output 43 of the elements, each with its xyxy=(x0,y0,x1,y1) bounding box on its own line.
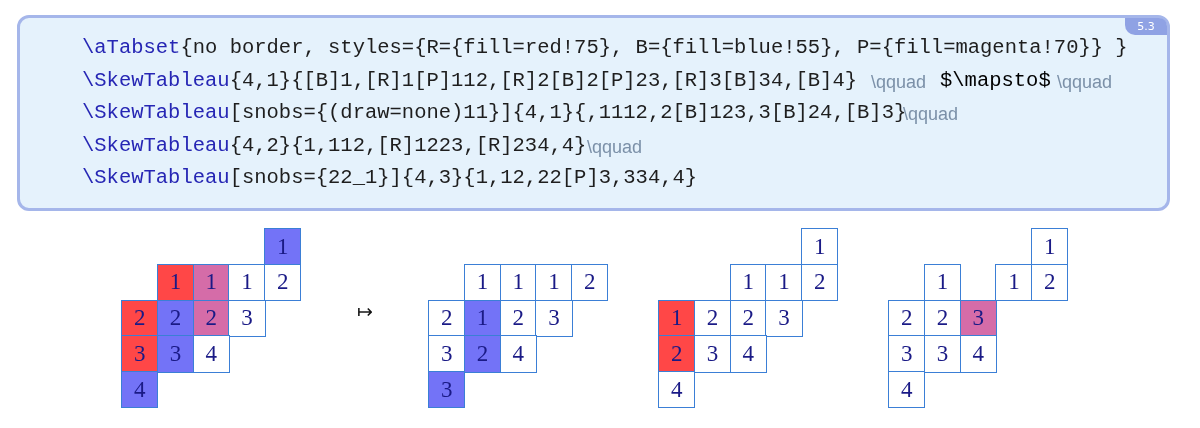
tableau-cell: 1 xyxy=(192,263,230,302)
tableau-cell: 1 xyxy=(923,263,962,302)
tableau-cell: 1 xyxy=(228,263,266,302)
code-line: \SkewTableau[snobs={22_1}]{4,3}{1,12,22[P]3,334,4} xyxy=(82,166,698,190)
tableau-cell: 1 xyxy=(729,263,767,302)
tableau-cell: 1 xyxy=(801,228,839,266)
faint-code-text: \qquad xyxy=(871,71,927,94)
tableau-cell: 2 xyxy=(463,335,502,373)
tableau-cell: 4 xyxy=(959,335,997,373)
tableau-cell: 1 xyxy=(535,263,573,302)
code-text: $\mapsto$ xyxy=(940,69,1051,93)
tableau-cell: 3 xyxy=(535,299,573,337)
faint-code-text: \qquad xyxy=(587,136,643,159)
tableau-cell: 1 xyxy=(995,263,1033,302)
tableau-cell: 3 xyxy=(693,335,732,373)
tableau-cell: 3 xyxy=(228,299,266,337)
tableau-cell: 4 xyxy=(121,371,159,409)
tableau-cell: 4 xyxy=(658,371,696,409)
tableau-cell: 4 xyxy=(192,335,230,373)
faint-code-text: \qquad xyxy=(1057,71,1113,94)
tableau-cell: 1 xyxy=(264,228,302,266)
section-number-tab: 5.3 xyxy=(1125,18,1167,35)
tableau-cell: 3 xyxy=(765,299,803,337)
code-panel xyxy=(17,15,1170,211)
tableau-cell: 3 xyxy=(428,371,466,409)
tableau-cell: 1 xyxy=(463,263,502,302)
code-line: \SkewTableau{4,1}{[B]1,[R]1[P]112,[R]2[B]2[P]23,[R]3[B]34,[B]4} xyxy=(82,69,858,93)
tableau-cell: 3 xyxy=(156,335,195,373)
code-line: \SkewTableau{4,2}{1,112,[R]1223,[R]234,4} xyxy=(82,134,587,158)
tableau-cell: 1 xyxy=(1031,228,1069,266)
code-line: \aTabset{no border, styles={R={fill=red!75}, B={fill=blue!55}, P={fill=magenta!70}} } xyxy=(82,36,1128,60)
tableau-cell: 1 xyxy=(765,263,803,302)
tableau-cell: 2 xyxy=(264,263,302,302)
tableau-cell: 1 xyxy=(658,299,696,337)
tableau-cell: 2 xyxy=(571,263,609,302)
maps-to-symbol: ↦ xyxy=(357,300,373,322)
tableau-cell: 4 xyxy=(499,335,537,373)
tableau-cell: 4 xyxy=(888,371,926,409)
tableau-cell: 4 xyxy=(729,335,767,373)
tableau-cell: 2 xyxy=(1031,263,1069,302)
tableau-cell: 3 xyxy=(923,335,962,373)
tableau-cell: 1 xyxy=(156,263,195,302)
tableau-cell: 2 xyxy=(801,263,839,302)
